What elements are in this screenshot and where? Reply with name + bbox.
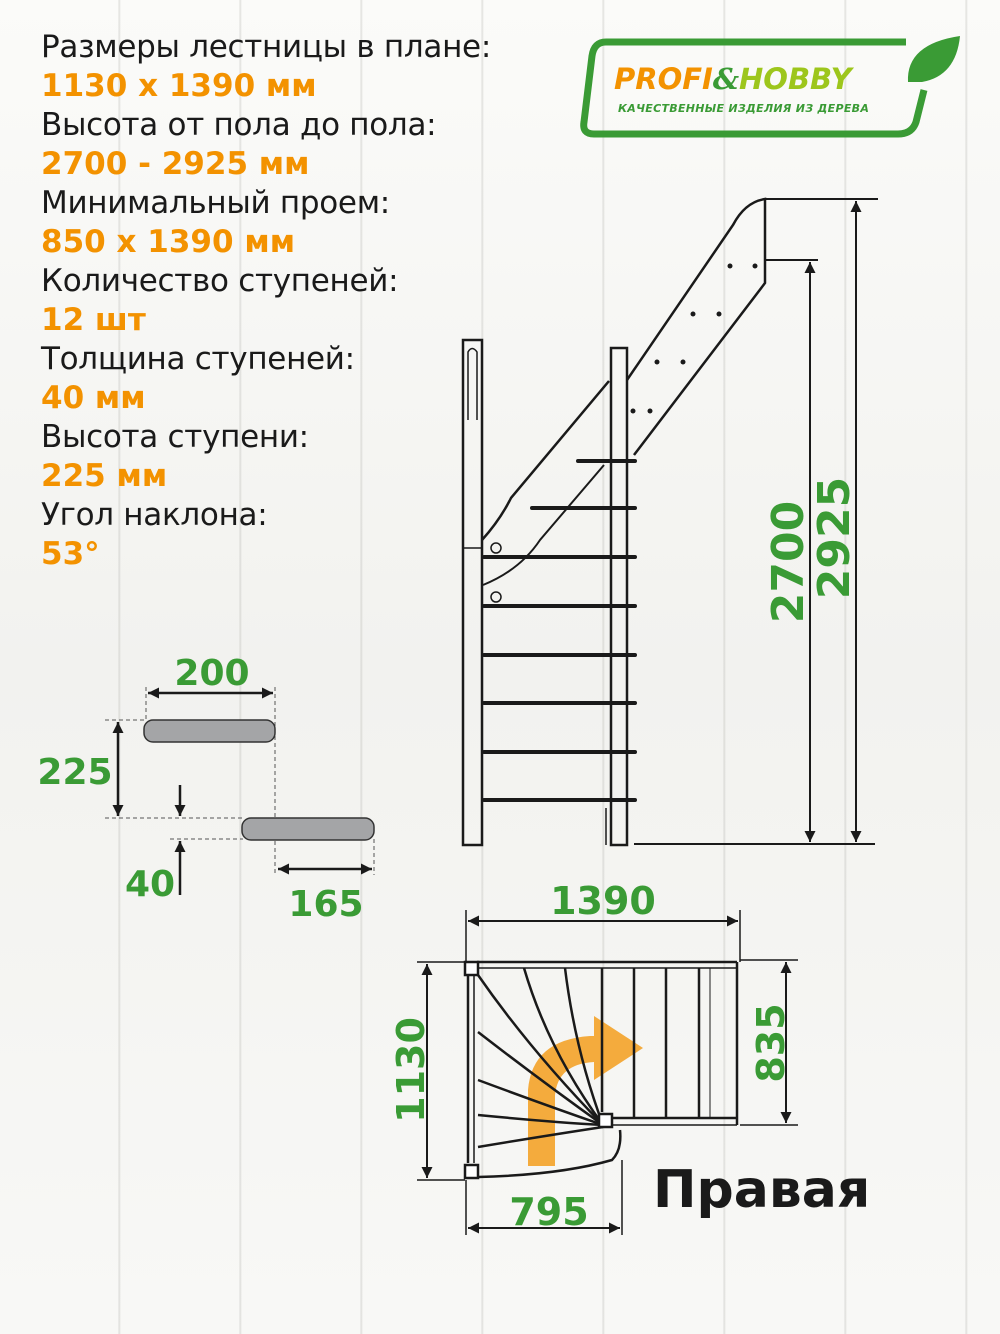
spec-label: Количество ступеней: [41,263,399,299]
specifications-list: Размеры лестницы в плане: 1130 х 1390 мм… [41,28,491,574]
spec-label: Высота от пола до пола: [41,107,437,143]
dimension-thickness: 40 [125,864,175,905]
spec-angle: Угол наклона: 53° [41,496,491,574]
spec-value: 1130 х 1390 мм [41,68,317,104]
stair-direction-label: Правая [653,1160,871,1220]
dimension-height-max: 2925 [809,477,860,599]
spec-value: 850 х 1390 мм [41,224,296,260]
direction-arrow-icon [528,1016,643,1166]
spec-floor-height: Высота от пола до пола: 2700 - 2925 мм [41,106,491,184]
spec-label: Толщина ступеней: [41,341,355,377]
leaf-icon [907,36,960,82]
plan-view-diagram: 1390 1130 835 795 [389,879,798,1235]
spec-value: 53° [41,536,100,572]
upper-tread [143,719,276,743]
dimension-tread-depth: 200 [174,653,249,694]
spec-label: Угол наклона: [41,497,268,533]
spec-step-count: Количество ступеней: 12 шт [41,262,491,340]
spec-min-opening: Минимальный проем: 850 х 1390 мм [41,184,491,262]
spec-value: 2700 - 2925 мм [41,146,310,182]
spec-step-height: Высота ступени: 225 мм [41,418,491,496]
spec-plan-size: Размеры лестницы в плане: 1130 х 1390 мм [41,28,491,106]
spec-label: Размеры лестницы в плане: [41,29,491,65]
spec-value: 225 мм [41,458,168,494]
logo-brand-name: PROFI&HOBBY [614,62,852,96]
newel-post-top-left [463,960,480,977]
dimension-winder-width: 795 [509,1190,588,1234]
spec-label: Минимальный проем: [41,185,390,221]
spec-value: 12 шт [41,302,146,338]
logo-frame-icon [580,36,960,138]
logo-tagline: КАЧЕСТВЕННЫЕ ИЗДЕЛИЯ ИЗ ДЕРЕВА [618,102,870,115]
brand-logo: PROFI&HOBBY КАЧЕСТВЕННЫЕ ИЗДЕЛИЯ ИЗ ДЕРЕ… [576,30,966,145]
dimension-going: 165 [288,884,363,925]
newel-post-center [597,1112,614,1129]
side-view-diagram [461,197,878,847]
lower-tread [241,817,375,841]
spec-label: Высота ступени: [41,419,309,455]
dimension-width: 1130 [389,1017,433,1123]
spec-value: 40 мм [41,380,146,416]
dimension-length: 1390 [550,879,656,923]
dimension-rise: 225 [37,752,112,793]
dimension-flight-width: 835 [749,1003,793,1082]
newel-post-bottom-left [463,1163,480,1180]
dimension-height-min: 2700 [763,501,814,623]
step-detail-diagram: 200 225 40 165 [37,653,375,925]
spec-step-thickness: Толщина ступеней: 40 мм [41,340,491,418]
